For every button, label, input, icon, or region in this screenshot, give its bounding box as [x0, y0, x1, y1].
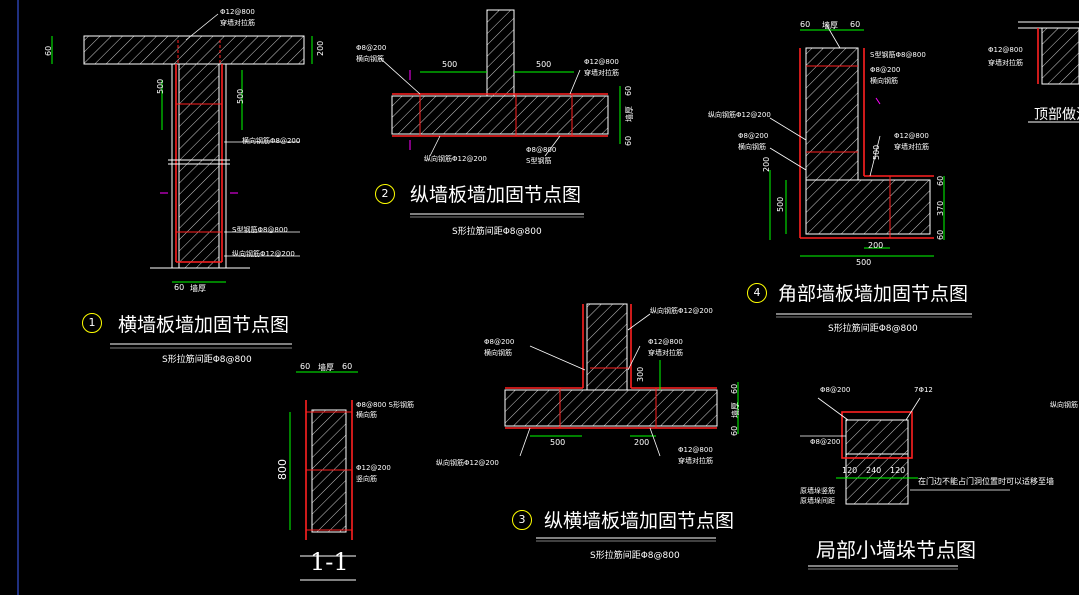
detail4-note-vert: 纵向钢筋Φ12@200: [708, 111, 771, 119]
detail4-note-left2: Φ8@200: [738, 132, 769, 140]
detail1-note-top: Φ12@800: [220, 8, 255, 16]
detail3-title: 纵横墙板墙加固节点图: [544, 510, 735, 532]
section11-title: 1-1: [310, 548, 349, 576]
detail3-note-vert: 纵向钢筋Φ12@200: [650, 307, 713, 315]
detail2-dim-t3: 60: [624, 135, 633, 146]
detail3-dim-b: 200: [634, 438, 650, 447]
detail4-note-phi8-desc: 横向钢筋: [870, 77, 898, 85]
small-pier-drawing: [800, 397, 1010, 570]
detail2-dim-t2: 墙厚: [625, 106, 634, 122]
detail1-subtitle: S形拉筋间距Φ8@800: [162, 355, 252, 365]
detail4-note-right: Φ12@800: [894, 132, 929, 140]
detail4-dim-g: 60: [936, 229, 945, 240]
small-pier-dim-a: 120: [842, 466, 858, 475]
detail4-dim-t2: 墙厚: [822, 21, 838, 30]
detail4-note-s: S型钢筋Φ8@800: [870, 51, 926, 59]
small-pier-note-bl: 原墙垛竖筋: [800, 487, 835, 495]
section11-note-h: 横向筋: [356, 411, 377, 419]
detail2-note-left: Φ8@200: [356, 44, 387, 52]
detail3-note-right-desc: 穿墙对拉筋: [648, 349, 683, 357]
detail4-note-left2-desc: 横向钢筋: [738, 143, 766, 151]
small-pier-note-tl: Φ8@200: [820, 386, 851, 394]
detail4-dim-b: 500: [776, 196, 785, 212]
detail3-dim-c: 300: [636, 366, 645, 382]
detail1-title: 横墙板墙加固节点图: [118, 314, 290, 336]
detail1-note-top-desc: 穿墙对拉筋: [220, 19, 255, 27]
small-pier-note-tr: 7Φ12: [914, 386, 933, 394]
detail4-dim-t3: 60: [850, 20, 861, 29]
detail1-note-s: S型钢筋Φ8@800: [232, 226, 288, 234]
detail4-number: 4: [747, 283, 767, 303]
detail4-dim-d: 200: [868, 241, 884, 250]
section11-note-r-desc: 竖向筋: [356, 475, 377, 483]
small-pier-note-br: 在门边不能占门洞位置时可以适移至墙: [918, 477, 1054, 486]
detail2-title: 纵墙板墙加固节点图: [410, 184, 582, 206]
detail2-drawing: [379, 9, 621, 218]
detail4-drawing: [769, 23, 972, 318]
top-detail-title: 顶部做法: [1034, 107, 1079, 123]
detail2-note-right-desc: 穿墙对拉筋: [584, 69, 619, 77]
detail3-note-bottom-left: 纵向钢筋Φ12@200: [436, 459, 499, 467]
section11-dim-c: 60: [342, 362, 353, 371]
detail1-drawing: [51, 13, 313, 349]
section11-dim-b: 墙厚: [318, 363, 334, 372]
top-detail-note-b: 穿墙对拉筋: [988, 59, 1023, 67]
detail1-dim-c: 200: [316, 40, 325, 56]
detail1-dim-a: 60: [44, 45, 53, 56]
detail1-dim-d: 60: [174, 283, 185, 292]
detail2-note-bottom-right-desc: S型钢筋: [526, 157, 552, 165]
detail4-dim-e: 60: [936, 175, 945, 186]
section11-dim-a: 60: [300, 362, 311, 371]
detail3-note-bottom-right: Φ12@800: [678, 446, 713, 454]
detail2-number: 2: [375, 184, 395, 204]
detail3-note-left: Φ8@200: [484, 338, 515, 346]
detail2-note-bottom-left: 纵向钢筋Φ12@200: [424, 155, 487, 163]
small-pier-note-edge: 纵向钢筋: [1050, 401, 1078, 409]
detail3-note-right: Φ12@800: [648, 338, 683, 346]
small-pier-title: 局部小墙垛节点图: [816, 538, 976, 562]
detail4-subtitle: S形拉筋间距Φ8@800: [828, 324, 918, 334]
detail3-dim-a: 500: [550, 438, 566, 447]
detail1-dim-e: 墙厚: [190, 284, 206, 293]
detail2-note-bottom-right: Φ8@800: [526, 146, 557, 154]
detail4-note-right-desc: 穿墙对拉筋: [894, 143, 929, 151]
small-pier-note-left: Φ8@200: [810, 438, 841, 446]
top-detail-drawing: [1018, 21, 1079, 123]
detail1-number: 1: [82, 313, 102, 333]
section11-note-s: Φ8@800 S形钢筋: [356, 401, 414, 409]
detail4-dim-h: 500: [856, 258, 872, 267]
detail1-note-horiz: 横向钢筋Φ8@200: [242, 137, 301, 145]
detail3-note-left-desc: 横向钢筋: [484, 349, 512, 357]
detail3-subtitle: S形拉筋间距Φ8@800: [590, 551, 680, 561]
detail1-note-vert: 纵向钢筋Φ12@200: [232, 250, 295, 258]
detail3-note-bottom-right-desc: 穿墙对拉筋: [678, 457, 713, 465]
section11-drawing: [289, 371, 358, 581]
detail4-dim-t1: 60: [800, 20, 811, 29]
detail1-dim-500a: 500: [156, 78, 165, 94]
top-detail-note-a: Φ12@800: [988, 46, 1023, 54]
detail4-title: 角部墙板墙加固节点图: [778, 283, 969, 305]
detail3-dim-t3: 60: [730, 425, 739, 436]
detail2-subtitle: S形拉筋间距Φ8@800: [452, 227, 542, 237]
detail3-drawing: [504, 303, 739, 542]
detail4-dim-c: 500: [872, 144, 881, 160]
detail2-dim-right: 500: [536, 60, 552, 69]
small-pier-note-bl2: 原墙垛间距: [800, 497, 835, 505]
detail2-note-right: Φ12@800: [584, 58, 619, 66]
small-pier-dim-b: 240: [866, 466, 882, 475]
detail2-dim-left: 500: [442, 60, 458, 69]
section11-dim-h: 800: [276, 459, 289, 480]
detail4-note-phi8: Φ8@200: [870, 66, 901, 74]
detail3-number: 3: [512, 510, 532, 530]
section11-note-r: Φ12@200: [356, 464, 391, 472]
detail1-dim-500b: 500: [236, 88, 245, 104]
detail4-dim-f: 370: [936, 200, 945, 216]
detail3-dim-t1: 60: [730, 383, 739, 394]
detail2-note-left-desc: 横向钢筋: [356, 55, 384, 63]
detail4-dim-a: 200: [762, 156, 771, 172]
detail2-dim-t1: 60: [624, 85, 633, 96]
small-pier-dim-c: 120: [890, 466, 906, 475]
detail3-dim-t2: 墙厚: [731, 402, 740, 418]
